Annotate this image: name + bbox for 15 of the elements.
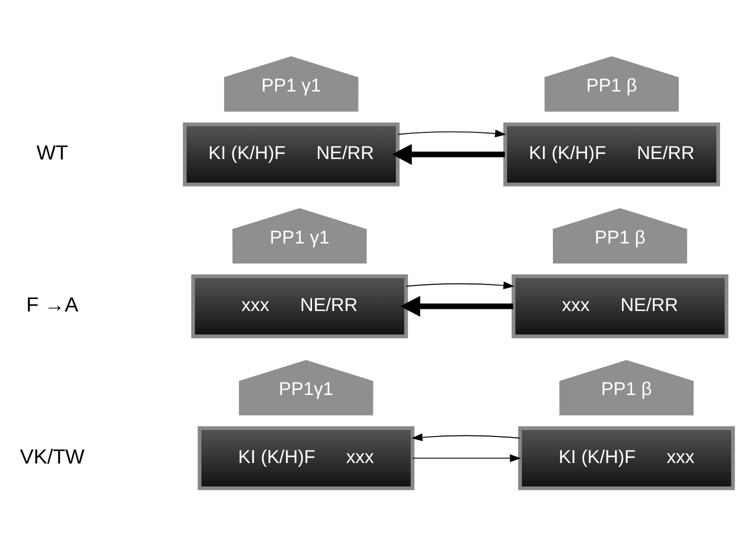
label: WT: [36, 142, 68, 165]
node-box: KI (K/H)F NE/RR: [182, 122, 400, 186]
node-box: xxx NE/RR: [191, 274, 408, 338]
node-box: KI (K/H)F xxx: [518, 426, 735, 490]
arrow: [412, 454, 522, 462]
label: F →A: [26, 294, 78, 316]
node-box: xxx NE/RR: [512, 274, 728, 338]
label: VK/TW: [20, 446, 85, 468]
arrow: [411, 433, 520, 442]
arrow: [406, 282, 515, 290]
arrow: [397, 130, 506, 138]
arrow: [400, 296, 514, 317]
node-box: KI (K/H)F NE/RR: [503, 122, 720, 186]
arrow: [392, 144, 505, 165]
node-box: KI (K/H)F xxx: [198, 426, 414, 490]
